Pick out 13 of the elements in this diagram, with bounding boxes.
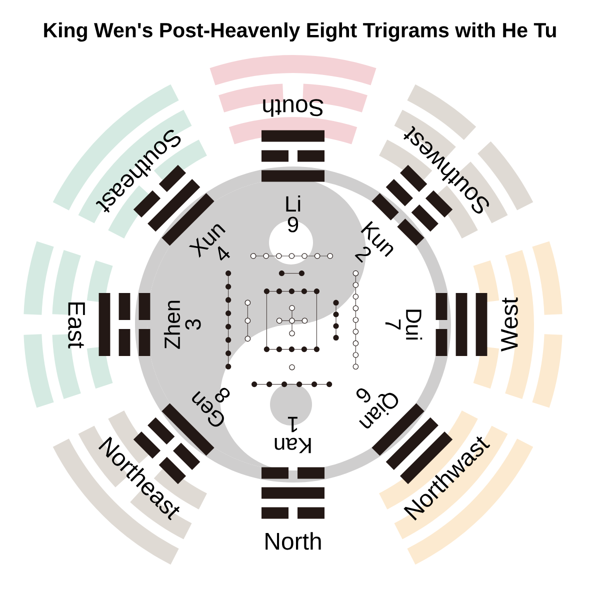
direction-label: North [266,532,321,550]
trigram-name: Dui [406,310,422,340]
trigram-number: 3 [185,319,201,330]
direction-label: West [501,298,518,352]
direction-label: South [263,99,324,117]
trigram-number: 1 [288,416,298,432]
trigram-name: Kan [274,438,311,454]
trigram-name: Zhen [164,300,180,349]
direction-label: East [68,302,85,348]
trigram-name: Li [286,196,300,212]
trigram-number: 9 [288,216,298,232]
trigram-number: 7 [385,320,401,330]
title: King Wen's Post-Heavenly Eight Trigrams with He Tu [44,22,556,42]
